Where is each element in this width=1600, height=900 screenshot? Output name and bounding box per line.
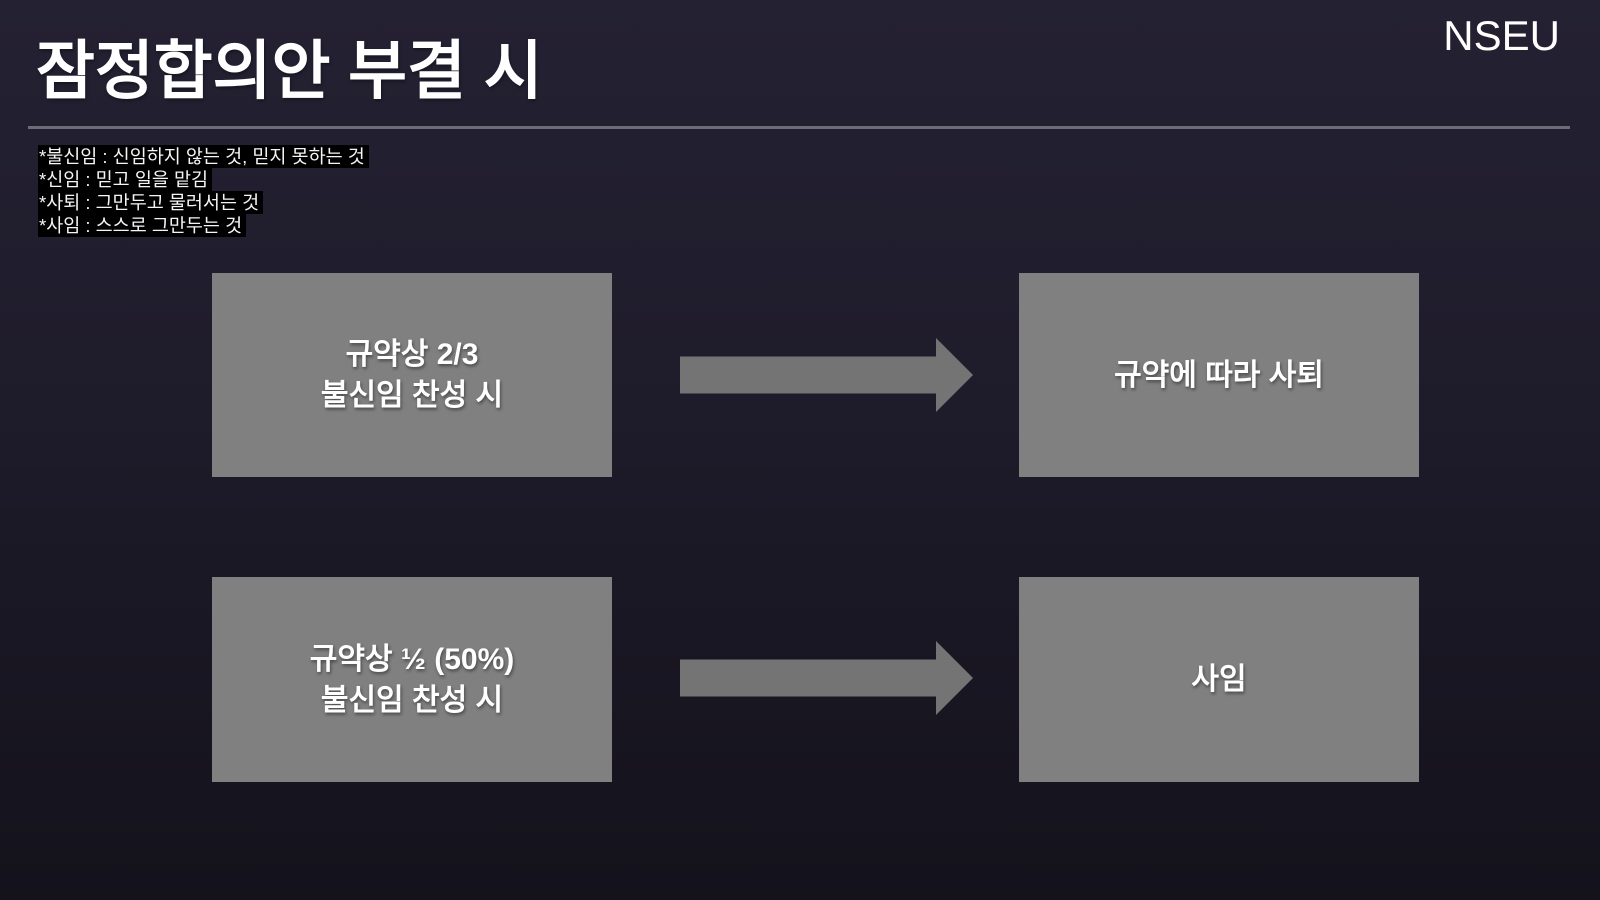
note-line-sinim: *신임 : 믿고 일을 맡김 [38,168,369,191]
flow2-right-arrow-icon [680,641,973,715]
note-line-satoe: *사퇴 : 그만두고 물러서는 것 [38,191,369,214]
flow1-result-box: 규약에 따라 사퇴 [1019,273,1419,477]
flow2-result-box: 사임 [1019,577,1419,782]
flow1-source-line2: 불신임 찬성 시 [320,379,504,412]
flow2-source-line2: 불신임 찬성 시 [320,683,504,717]
flow1-source-box: 규약상 2/3 불신임 찬성 시 [212,273,612,477]
logo-text: NSEU [1443,12,1560,59]
title-divider [28,126,1570,129]
flow2-source-line1: 규약상 ½ (50%) [309,642,515,676]
flow2-result-label: 사임 [1191,663,1247,696]
note-line-bulsinim: *불신임 : 신임하지 않는 것, 믿지 못하는 것 [38,145,369,168]
arrow-shape [680,641,973,715]
glossary-notes: *불신임 : 신임하지 않는 것, 믿지 못하는 것 *신임 : 믿고 일을 맡… [38,145,369,237]
note-line-saim: *사임 : 스스로 그만두는 것 [38,214,369,237]
arrow-shape [680,338,973,412]
flow1-source-line1: 규약상 2/3 [345,338,479,371]
slide-title: 잠정합의안 부결 시 [36,35,543,107]
flow1-result-label: 규약에 따라 사퇴 [1114,358,1324,392]
flow1-right-arrow-icon [680,338,973,412]
flow2-source-box: 규약상 ½ (50%) 불신임 찬성 시 [212,577,612,782]
